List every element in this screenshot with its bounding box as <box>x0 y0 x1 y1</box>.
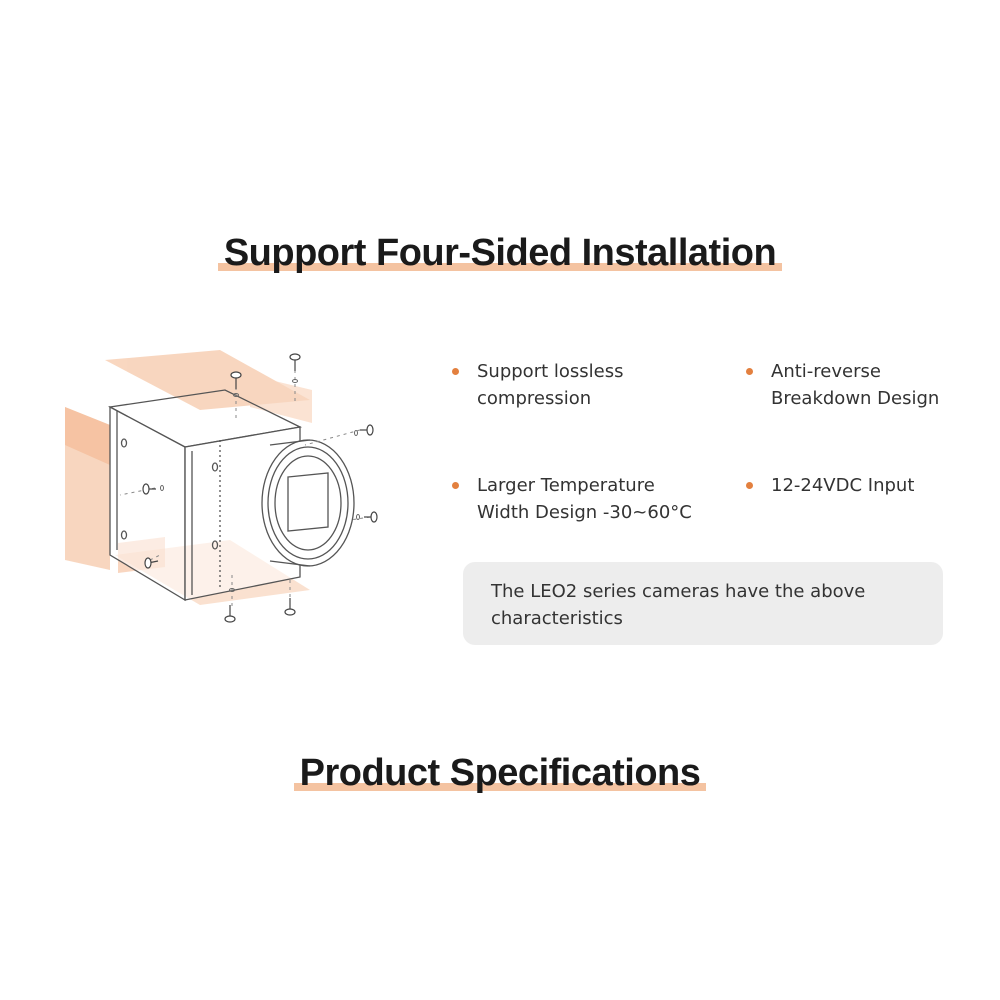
series-note-box: The LEO2 series cameras have the above c… <box>463 562 943 645</box>
feature-text-line: compression <box>477 388 592 409</box>
installation-section-title: Support Four-Sided Installation <box>0 232 1000 275</box>
feature-item-power-input: 12-24VDC Input <box>746 472 972 499</box>
feature-text-line: Width Design -30~60°C <box>477 502 692 523</box>
feature-item-lossless-compression: Support lossless compression <box>452 358 712 412</box>
feature-text-line: Breakdown Design <box>771 388 940 409</box>
series-note-text: The LEO2 series cameras have the above c… <box>491 581 866 629</box>
title-underline <box>293 783 707 791</box>
installation-title-text: Support Four-Sided Installation <box>223 232 777 274</box>
bullet-dot-icon <box>746 368 753 375</box>
feature-text-line: Anti-reverse <box>771 361 881 382</box>
feature-text-line: 12-24VDC Input <box>771 475 915 496</box>
bullet-dot-icon <box>452 482 459 489</box>
bullet-dot-icon <box>452 368 459 375</box>
specifications-section-title: Product Specifications <box>0 752 1000 795</box>
feature-text-line: Larger Temperature <box>477 475 655 496</box>
bullet-dot-icon <box>746 482 753 489</box>
feature-item-anti-reverse: Anti-reverse Breakdown Design <box>746 358 972 412</box>
feature-text-line: Support lossless <box>477 361 624 382</box>
industrial-camera-mounting-icon <box>60 345 390 635</box>
feature-item-temperature-range: Larger Temperature Width Design -30~60°C <box>452 472 712 526</box>
title-underline <box>217 263 783 271</box>
specifications-title-text: Product Specifications <box>299 752 701 794</box>
